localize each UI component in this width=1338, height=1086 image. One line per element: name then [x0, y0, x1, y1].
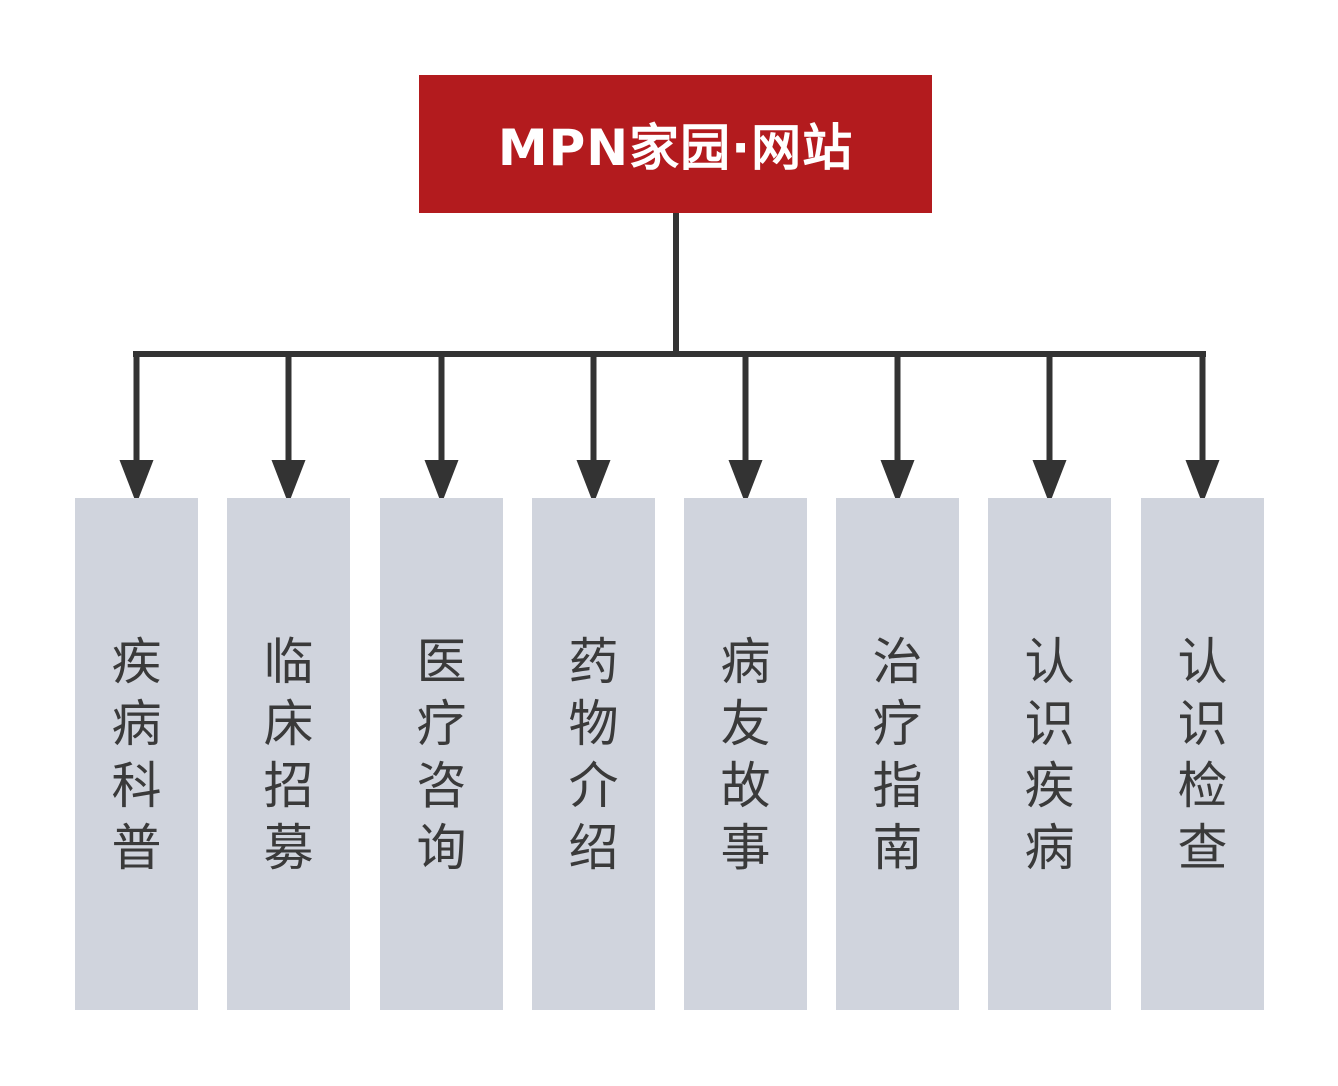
- child-node-label: 医疗咨询: [416, 633, 467, 877]
- child-node-medical-consultation: 医疗咨询: [380, 498, 503, 1010]
- child-node-label: 临床招募: [263, 633, 314, 877]
- arrowhead: [1185, 460, 1220, 504]
- child-node-patient-stories: 病友故事: [684, 498, 807, 1010]
- child-node-treatment-guide: 治疗指南: [836, 498, 959, 1010]
- arrowhead: [1032, 460, 1067, 504]
- arrowhead: [271, 460, 306, 504]
- child-node-disease-science: 疾病科普: [75, 498, 198, 1010]
- child-node-label: 疾病科普: [111, 633, 162, 877]
- child-node-label: 认识检查: [1177, 633, 1228, 877]
- child-node-label: 药物介绍: [568, 633, 619, 877]
- child-node-clinical-recruitment: 临床招募: [227, 498, 350, 1010]
- child-node-label: 病友故事: [720, 633, 771, 877]
- arrowhead: [728, 460, 763, 504]
- arrowhead: [119, 460, 154, 504]
- arrowhead: [424, 460, 459, 504]
- arrowhead: [880, 460, 915, 504]
- arrowhead: [576, 460, 611, 504]
- child-node-drug-introduction: 药物介绍: [532, 498, 655, 1010]
- child-node-know-disease: 认识疾病: [988, 498, 1111, 1010]
- root-node-label: MPN家园·网站: [497, 119, 854, 177]
- child-node-label: 认识疾病: [1024, 633, 1075, 877]
- child-node-know-tests: 认识检查: [1141, 498, 1264, 1010]
- child-node-label: 治疗指南: [872, 633, 923, 877]
- root-node: MPN家园·网站: [419, 75, 932, 213]
- drop-lines: [119, 351, 1220, 504]
